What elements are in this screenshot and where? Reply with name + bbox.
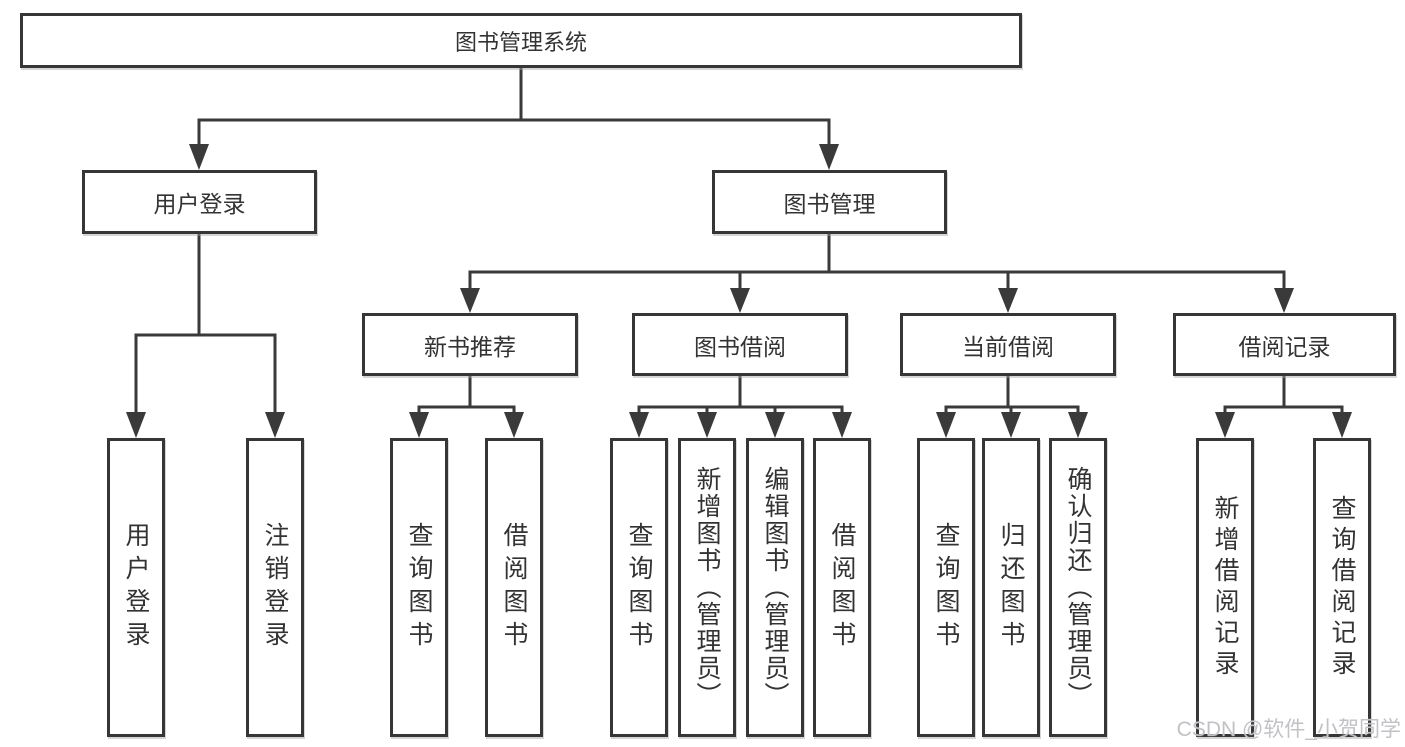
csdn-watermark: CSDN @软件_小贺同学 <box>1176 718 1401 741</box>
node-library-management-system: 图书管理系统 <box>20 13 1022 68</box>
leaf-label: 新增借阅记录 <box>1211 494 1239 681</box>
node-label: 图书借阅 <box>694 333 786 360</box>
leaf-label: 借阅图书 <box>500 521 528 654</box>
node-label: 图书管理系统 <box>454 29 587 55</box>
leaf-label: 查询图书 <box>932 521 960 654</box>
leaf-label: 查询借阅记录 <box>1328 494 1356 681</box>
leaf-label: 注销登录 <box>261 521 289 654</box>
leaf-node-query-borrow-record: 查询借阅记录 <box>1313 438 1371 737</box>
leaf-node-logout: 注销登录 <box>246 438 304 737</box>
leaf-label: 借阅图书 <box>828 521 856 654</box>
leaf-node-confirm-return-admin: 确认归还（管理员） <box>1049 438 1107 737</box>
node-label: 当前借阅 <box>962 333 1054 360</box>
node-borrowing-records: 借阅记录 <box>1173 313 1396 376</box>
node-current-borrowing: 当前借阅 <box>900 313 1116 376</box>
node-label: 借阅记录 <box>1238 333 1331 360</box>
leaf-node-query-books-2: 查询图书 <box>610 438 668 737</box>
leaf-label: 确认归还（管理员） <box>1064 466 1092 709</box>
node-user-login-module: 用户登录 <box>82 170 317 234</box>
leaf-node-return-books: 归还图书 <box>982 438 1040 737</box>
arrowhead-icons <box>126 144 1352 438</box>
leaf-node-borrow-books-2: 借阅图书 <box>813 438 871 737</box>
node-book-borrowing: 图书借阅 <box>632 313 848 376</box>
leaf-node-add-books-admin: 新增图书（管理员） <box>678 438 736 737</box>
leaf-label: 编辑图书（管理员） <box>761 466 789 709</box>
node-label: 图书管理 <box>783 191 876 217</box>
leaf-label: 用户登录 <box>122 521 150 654</box>
node-new-book-recommendation: 新书推荐 <box>362 313 578 376</box>
node-label: 用户登录 <box>153 191 246 217</box>
leaf-node-query-books-1: 查询图书 <box>390 438 448 737</box>
leaf-label: 查询图书 <box>405 521 433 654</box>
node-book-management-module: 图书管理 <box>712 170 947 234</box>
leaf-label: 查询图书 <box>625 521 653 654</box>
leaf-node-user-login: 用户登录 <box>107 438 165 737</box>
leaf-label: 新增图书（管理员） <box>693 466 721 709</box>
leaf-node-add-borrow-record: 新增借阅记录 <box>1196 438 1254 737</box>
leaf-node-query-books-3: 查询图书 <box>917 438 975 737</box>
leaf-node-borrow-books-1: 借阅图书 <box>485 438 543 737</box>
leaf-node-edit-books-admin: 编辑图书（管理员） <box>746 438 804 737</box>
node-label: 新书推荐 <box>424 333 516 360</box>
leaf-label: 归还图书 <box>997 521 1025 654</box>
